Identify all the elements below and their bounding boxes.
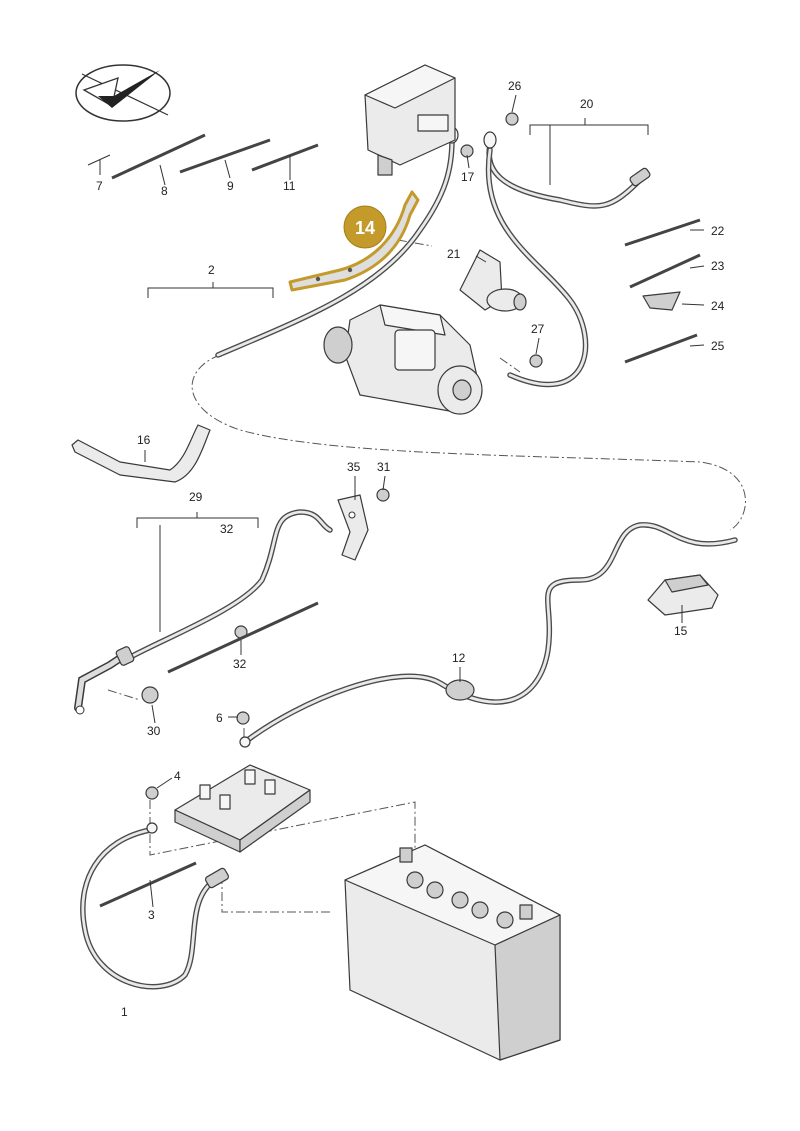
part-21-bracket <box>459 249 527 312</box>
terminal-block <box>174 764 311 853</box>
callout-12: 12 <box>452 651 466 665</box>
part-14-bracket <box>288 190 420 292</box>
callout-1: 1 <box>121 1005 128 1019</box>
part-35-bracket <box>337 494 369 561</box>
callout-35: 35 <box>347 460 361 474</box>
starter-motor <box>323 304 483 415</box>
small-hardware <box>141 112 543 800</box>
callout-32b: 32 <box>233 657 247 671</box>
callout-24: 24 <box>711 299 725 313</box>
callout-17: 17 <box>461 170 475 184</box>
callout-22: 22 <box>711 224 725 238</box>
callout-30: 30 <box>147 724 161 738</box>
callout-6: 6 <box>216 711 223 725</box>
part-15-box <box>647 574 719 616</box>
callout-29: 29 <box>189 490 203 504</box>
check-logo-icon <box>75 64 171 122</box>
callout-7: 7 <box>96 179 103 193</box>
callout-31: 31 <box>377 460 391 474</box>
callout-14: 14 <box>355 218 375 238</box>
cable-20 <box>483 131 651 388</box>
relay-unit <box>364 64 456 176</box>
callout-8: 8 <box>161 184 168 198</box>
callout-27: 27 <box>531 322 545 336</box>
callout-labels: 1 2 3 4 6 7 8 9 11 12 14 15 16 17 20 21 … <box>96 79 725 1019</box>
callout-23: 23 <box>711 259 725 273</box>
leader-lines <box>99 94 705 908</box>
callout-3: 3 <box>148 908 155 922</box>
callout-9: 9 <box>227 179 234 193</box>
battery-cable-1 <box>80 822 230 990</box>
guide-lines <box>107 239 746 913</box>
callout-4: 4 <box>174 769 181 783</box>
callout-16: 16 <box>137 433 151 447</box>
callout-2: 2 <box>208 263 215 277</box>
callout-20: 20 <box>580 97 594 111</box>
battery <box>344 844 561 1061</box>
callout-26: 26 <box>508 79 522 93</box>
cable-29 <box>74 509 333 715</box>
callout-15: 15 <box>674 624 688 638</box>
highlight-badge-14: 14 <box>343 205 387 249</box>
ground-cable-12 <box>239 522 738 748</box>
callout-25: 25 <box>711 339 725 353</box>
part-16-guard <box>71 424 211 483</box>
callout-11: 11 <box>283 179 296 193</box>
callout-32a: 32 <box>220 522 234 536</box>
callout-21: 21 <box>447 247 461 261</box>
cable-ties <box>87 133 701 908</box>
